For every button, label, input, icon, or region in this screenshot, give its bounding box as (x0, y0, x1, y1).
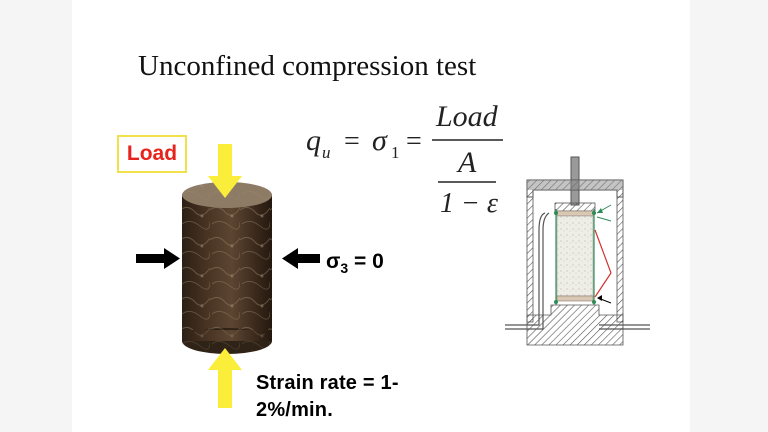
bottom-porous-stone (556, 295, 594, 302)
formula-q: q (306, 124, 321, 157)
sigma3-symbol: σ (326, 250, 341, 273)
sigma3-label: σ3 = 0 (326, 250, 384, 276)
load-label: Load (126, 142, 178, 165)
left-lateral-arrow (136, 248, 180, 269)
cell-wall-left (526, 196, 534, 323)
cell-wall-right (616, 196, 624, 323)
top-load-arrow (208, 144, 242, 198)
formula-sigma-subscript: 1 (391, 143, 400, 162)
right-margin-band (690, 0, 768, 432)
formula-equals-2: = (406, 126, 422, 157)
sigma3-subscript: 3 (340, 260, 349, 276)
formula-numerator: Load (435, 100, 499, 133)
bottom-load-arrow (208, 348, 242, 408)
strain-rate-text: Strain rate = 1- 2%/min. (256, 370, 399, 424)
strength-formula: q u = σ 1 = Load A 1 − ε (306, 100, 503, 219)
strain-rate-line1: Strain rate = 1- (256, 372, 399, 394)
top-porous-stone (556, 210, 594, 217)
formula-sigma: σ (372, 124, 388, 157)
formula-equals-1: = (344, 126, 360, 157)
drainage-line-1 (505, 212, 546, 326)
soil-specimen-diagram (136, 144, 320, 408)
formula-denominator-top: A (456, 146, 477, 179)
top-platen (554, 202, 596, 212)
sigma3-value: = 0 (348, 250, 384, 273)
slide-title: Unconfined compression test (138, 50, 477, 82)
apparatus-specimen (556, 215, 594, 297)
load-label-box (117, 135, 187, 173)
specimen-indicator-top (594, 229, 612, 274)
test-apparatus-schematic (505, 156, 650, 346)
formula-denominator-bottom: 1 − ε (440, 188, 498, 219)
specimen-indicator-bottom (594, 272, 612, 298)
membrane-indicator-mid (596, 216, 612, 222)
formula-q-subscript: u (322, 143, 331, 162)
left-margin-band (0, 0, 72, 432)
strain-rate-line2: 2%/min. (256, 399, 333, 421)
specimen-texture (182, 195, 272, 341)
right-lateral-arrow (282, 248, 320, 269)
